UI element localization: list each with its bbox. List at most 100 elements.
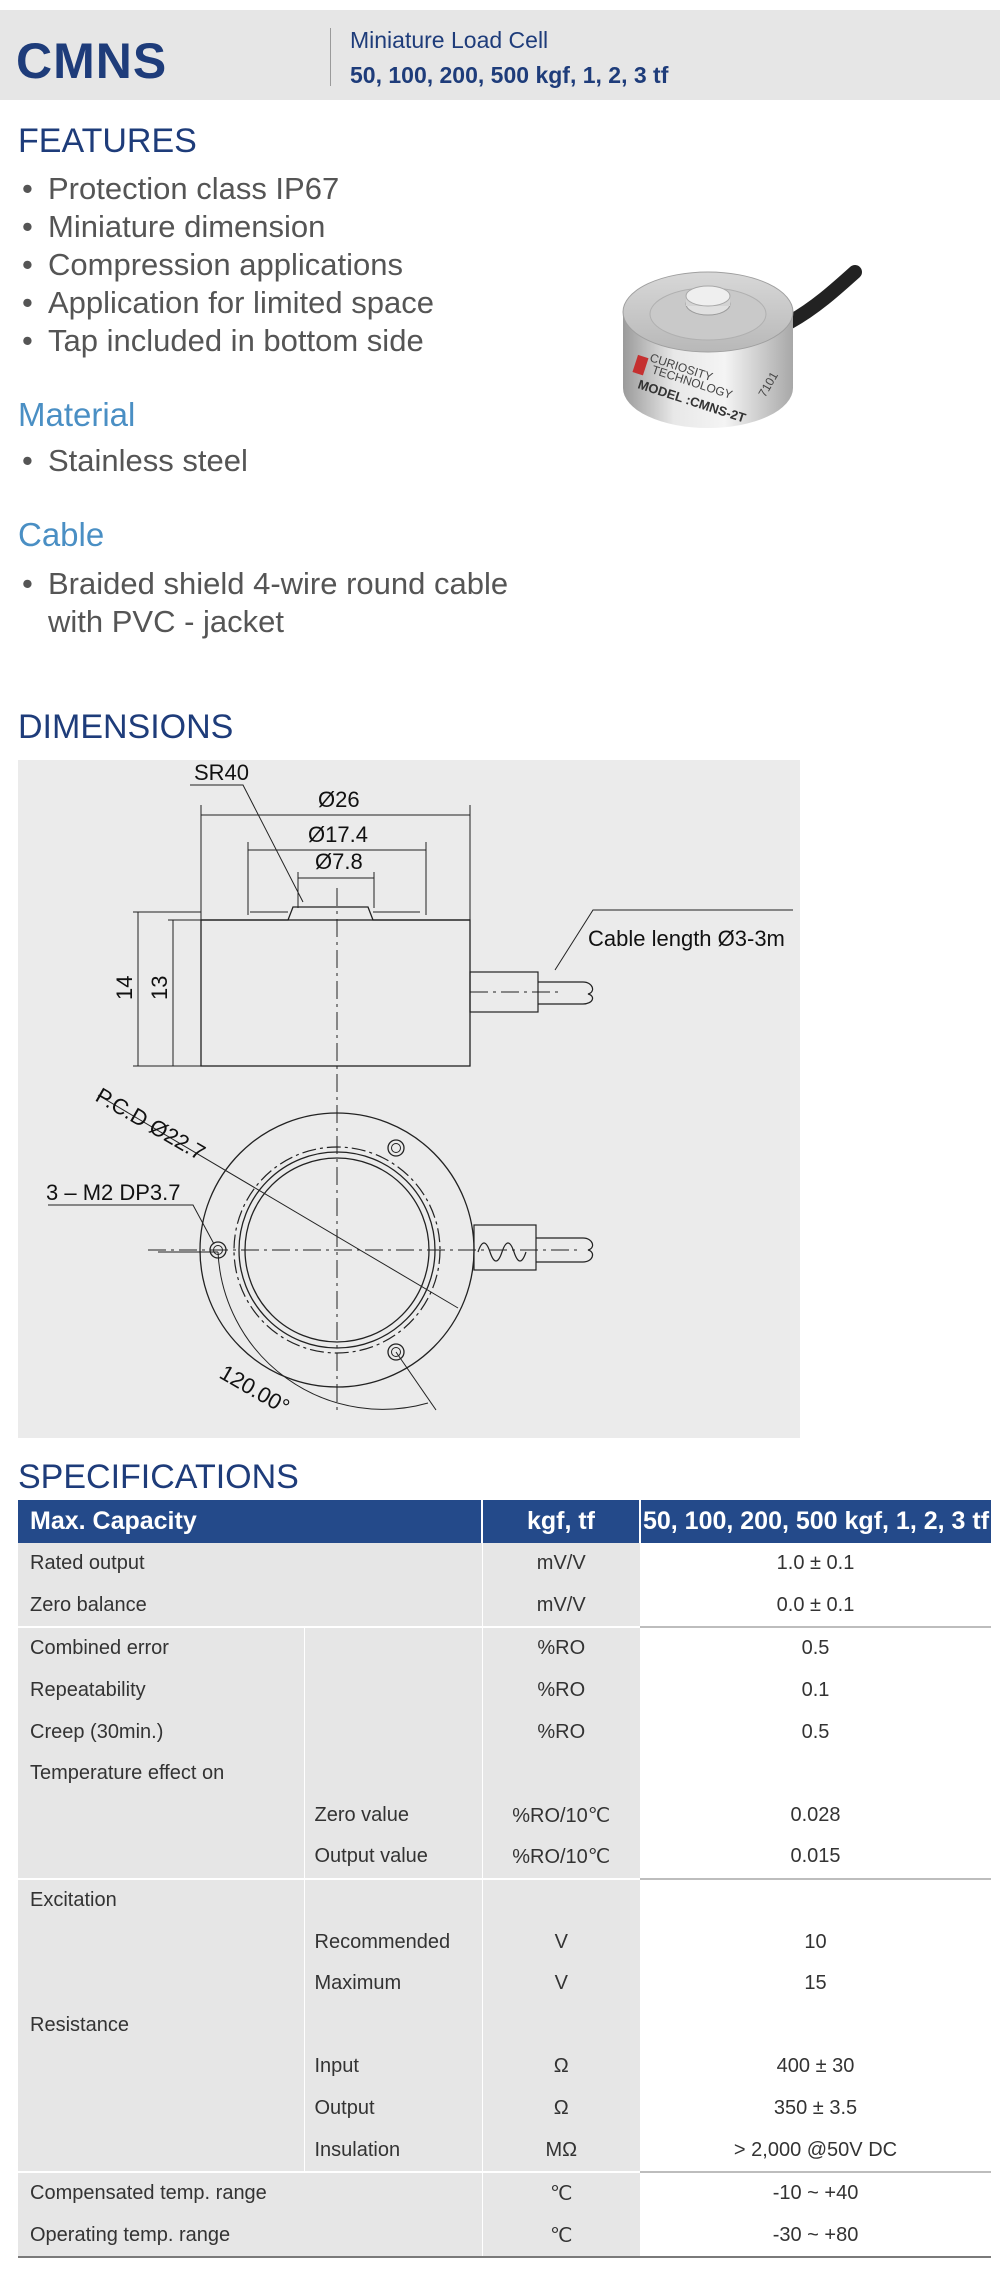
model-name: CMNS: [16, 33, 168, 89]
mount-hole: [387, 1139, 405, 1157]
row-value: 350 ± 3.5: [640, 2087, 991, 2130]
table-row: Zero value %RO/10℃ 0.028: [18, 1794, 991, 1837]
row-label: Creep (30min.): [18, 1711, 304, 1753]
page-header: CMNS Miniature Load Cell 50, 100, 200, 5…: [0, 10, 1000, 100]
row-label: Operating temp. range: [18, 2214, 482, 2259]
row-sublabel: Input: [303, 2046, 482, 2088]
row-unit: mV/V: [481, 1543, 640, 1585]
cable-item-line2: with PVC - jacket: [48, 604, 285, 639]
table-header-row: Max. Capacity kgf, tf 50, 100, 200, 500 …: [18, 1500, 991, 1543]
row-sublabel: Insulation: [303, 2129, 482, 2173]
angle-label: 120.00°: [216, 1360, 294, 1420]
material-item: Stainless steel: [22, 442, 248, 480]
row-sublabel: Zero value: [303, 1794, 482, 1837]
material-list: Stainless steel: [22, 442, 248, 480]
row-unit: V: [481, 1962, 640, 2005]
row-label: [18, 1921, 304, 1963]
row-unit: MΩ: [481, 2129, 640, 2173]
row-label: Combined error: [18, 1627, 304, 1670]
row-sublabel: [303, 1878, 482, 1922]
feature-item: Compression applications: [22, 246, 434, 284]
header-cell: Max. Capacity: [18, 1500, 482, 1543]
row-label: Excitation: [18, 1878, 304, 1922]
row-label: Compensated temp. range: [18, 2171, 482, 2215]
row-value: 1.0 ± 0.1: [640, 1543, 991, 1585]
side-view-body: [200, 919, 471, 1067]
row-label: [18, 2087, 304, 2130]
row-unit: Ω: [481, 2087, 640, 2130]
row-unit: Ω: [481, 2046, 640, 2088]
row-value: 0.0 ± 0.1: [640, 1584, 991, 1629]
table-row: Recommended V 10: [18, 1921, 991, 1963]
product-subtitle: Miniature Load Cell: [350, 27, 549, 53]
hole-callout-label: 3 – M2 DP3.7: [46, 1180, 181, 1205]
row-label: [18, 1962, 304, 2005]
row-sublabel: Output: [303, 2087, 482, 2130]
table-row: Rated output mV/V 1.0 ± 0.1: [18, 1543, 991, 1585]
row-unit: %RO: [481, 1711, 640, 1753]
top-surface: [201, 906, 470, 921]
row-label: Repeatability: [18, 1669, 304, 1712]
sr-label: SR40: [194, 760, 249, 785]
row-sublabel: Recommended: [303, 1921, 482, 1963]
row-unit: mV/V: [481, 1584, 640, 1629]
row-value: 400 ± 30: [640, 2046, 991, 2088]
row-sublabel: Maximum: [303, 1962, 482, 2005]
table-row: Operating temp. range ℃ -30 ~ +80: [18, 2214, 991, 2259]
dimensions-title: DIMENSIONS: [18, 708, 234, 746]
row-value: [640, 1878, 991, 1922]
mount-hole: [387, 1343, 405, 1361]
row-label: Temperature effect on: [18, 1752, 304, 1795]
pcd-label: P.C.D Ø22.7: [92, 1083, 210, 1166]
row-label: Resistance: [18, 2004, 304, 2047]
table-row: Compensated temp. range ℃ -10 ~ +40: [18, 2171, 991, 2215]
row-unit: %RO/10℃: [481, 1794, 640, 1837]
row-unit: V: [481, 1921, 640, 1963]
row-sublabel: [303, 1627, 482, 1670]
row-label: Rated output: [18, 1543, 482, 1585]
row-value: 0.015: [640, 1836, 991, 1880]
table-row: Resistance: [18, 2004, 991, 2047]
table-row: Maximum V 15: [18, 1962, 991, 2005]
table-row: Output value %RO/10℃ 0.015: [18, 1836, 991, 1880]
row-label: [18, 2046, 304, 2088]
header-cell: 50, 100, 200, 500 kgf, 1, 2, 3 tf: [639, 1500, 991, 1543]
row-label: [18, 1836, 304, 1880]
row-unit: %RO: [481, 1627, 640, 1670]
features-list: Protection class IP67 Miniature dimensio…: [22, 170, 434, 360]
row-unit: [481, 1752, 640, 1795]
table-row: Excitation: [18, 1878, 991, 1922]
row-value: 0.5: [640, 1627, 991, 1670]
cable-length-label: Cable length Ø3-3m: [588, 926, 785, 951]
cable-title: Cable: [18, 516, 105, 553]
header-cell: kgf, tf: [481, 1500, 640, 1543]
header-divider: [330, 28, 331, 86]
row-label: [18, 1794, 304, 1837]
table-row: Temperature effect on: [18, 1752, 991, 1795]
d78-label: Ø7.8: [315, 849, 363, 874]
row-value: 0.1: [640, 1669, 991, 1712]
table-row: Combined error %RO 0.5: [18, 1627, 991, 1670]
row-sublabel: [303, 1752, 482, 1795]
table-row: Zero balance mV/V 0.0 ± 0.1: [18, 1584, 991, 1629]
row-sublabel: [303, 2004, 482, 2047]
row-value: [640, 1752, 991, 1795]
row-value: [640, 2004, 991, 2047]
row-sublabel: [303, 1711, 482, 1753]
dimension-drawing: SR40 Ø26 Ø17.4 Ø7.8 14 13 Cable length Ø…: [18, 760, 800, 1438]
specifications-table: Max. Capacity kgf, tf 50, 100, 200, 500 …: [18, 1500, 991, 2259]
row-label: [18, 2129, 304, 2173]
row-value: 0.5: [640, 1711, 991, 1753]
row-value: > 2,000 @50V DC: [640, 2129, 991, 2173]
feature-item: Protection class IP67: [22, 170, 434, 208]
row-label: Zero balance: [18, 1584, 482, 1629]
specifications-title: SPECIFICATIONS: [18, 1458, 299, 1496]
row-value: 15: [640, 1962, 991, 2005]
table-row: Input Ω 400 ± 30: [18, 2046, 991, 2088]
feature-item: Application for limited space: [22, 284, 434, 322]
row-unit: ℃: [481, 2214, 640, 2259]
row-unit: [481, 1878, 640, 1922]
row-value: 0.028: [640, 1794, 991, 1837]
